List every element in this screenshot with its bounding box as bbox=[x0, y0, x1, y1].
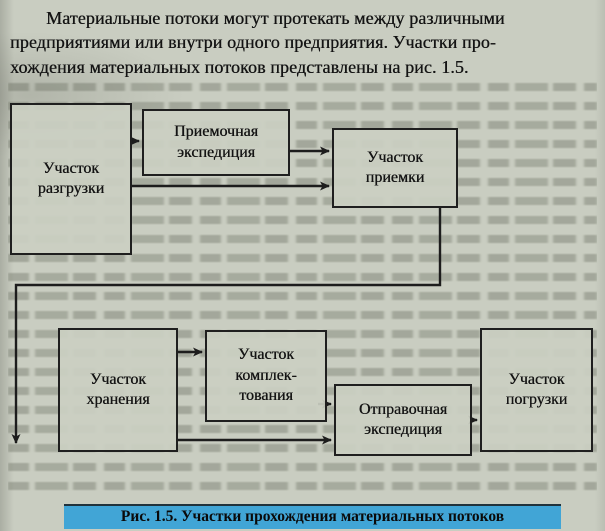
caption-figure-number: Рис. 1.5. bbox=[120, 508, 178, 525]
figure-caption: Рис. 1.5. Участки прохождения материальн… bbox=[64, 504, 561, 529]
node-loading: Участок погрузки bbox=[480, 328, 593, 452]
node-label: Участок хранения bbox=[86, 370, 150, 408]
paragraph: Материальные потоки могут протекать межд… bbox=[10, 6, 597, 79]
paragraph-line: хождения материальных потоков представле… bbox=[10, 56, 469, 77]
node-receiving-expedition: Приемочная экспедиция bbox=[142, 109, 290, 176]
node-picking: Участок комплек- тования bbox=[205, 330, 327, 422]
caption-text: Участки прохождения материальных потоков bbox=[177, 508, 505, 525]
paragraph-line: Материальные потоки могут протекать межд… bbox=[46, 8, 505, 28]
node-label: Участок приемки bbox=[365, 148, 425, 186]
node-label: Участок комплек- тования bbox=[235, 346, 297, 405]
node-label: Участок погрузки bbox=[505, 370, 568, 408]
node-dispatch-expedition: Отправочная экспедиция bbox=[334, 384, 472, 456]
paragraph-line: предприятиями или внутри одного предприя… bbox=[10, 32, 496, 53]
node-unloading: Участок разгрузки bbox=[10, 103, 132, 255]
node-label: Отправочная экспедиция bbox=[358, 400, 448, 438]
node-acceptance: Участок приемки bbox=[332, 128, 458, 208]
node-storage: Участок хранения bbox=[58, 328, 178, 452]
node-label: Участок разгрузки bbox=[37, 159, 105, 197]
node-label: Приемочная экспедиция bbox=[174, 123, 258, 161]
arrow-acceptance-down-left-to-storage-area bbox=[11, 206, 442, 444]
